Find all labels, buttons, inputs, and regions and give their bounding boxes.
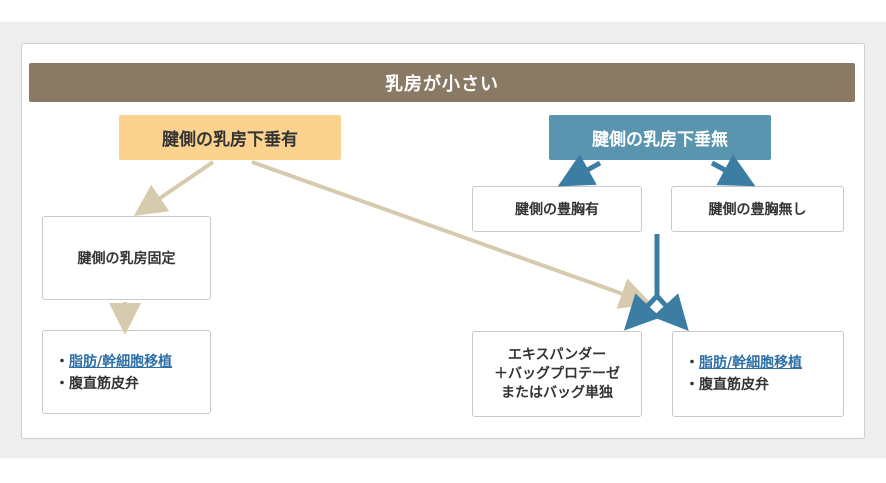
arrow-right-to-aug-present [557,154,602,187]
augmentation-present-box: 腱側の豊胸有 [472,186,642,232]
bullet: ・ [685,377,699,393]
bullet: ・ [55,376,69,392]
expander-line-2: ＋バッグプロテーゼ [494,365,620,382]
fat-stem-cell-link-right[interactable]: 脂肪/幹細胞移植 [699,355,803,371]
fat-stem-cell-link-left[interactable]: 脂肪/幹細胞移植 [69,354,173,370]
arrow-to-right-options [652,293,689,331]
expander-line-3: またはバッグ単独 [501,384,613,401]
breast-fixation-box: 腱側の乳房固定 [42,216,211,300]
ptosis-present-header: 腱側の乳房下垂有 [119,115,341,160]
arrow-left-to-expander [251,160,653,309]
expander-box: エキスパンダー ＋バッグプロテーゼ またはバッグ単独 [472,331,642,417]
right-option-2: ・腹直筋皮弁 [685,374,843,396]
arrow-right-to-aug-absent [710,154,756,187]
arrow-left-to-fixation [133,160,215,217]
diagram-title: 乳房が小さい [29,63,855,102]
arrow-to-expander [623,293,661,331]
tram-flap-left: 腹直筋皮弁 [69,376,139,392]
left-option-2: ・腹直筋皮弁 [55,373,210,395]
expander-line-1: エキスパンダー [507,346,607,363]
tram-flap-right: 腹直筋皮弁 [699,377,769,393]
augmentation-absent-box: 腱側の豊胸無し [671,186,844,232]
left-option-1: ・脂肪/幹細胞移植 [55,351,210,373]
ptosis-absent-header: 腱側の乳房下垂無 [549,115,771,160]
right-option-1: ・脂肪/幹細胞移植 [685,352,843,374]
bullet: ・ [55,354,69,370]
right-options-box: ・脂肪/幹細胞移植 ・腹直筋皮弁 [672,331,844,417]
bullet: ・ [685,355,699,371]
